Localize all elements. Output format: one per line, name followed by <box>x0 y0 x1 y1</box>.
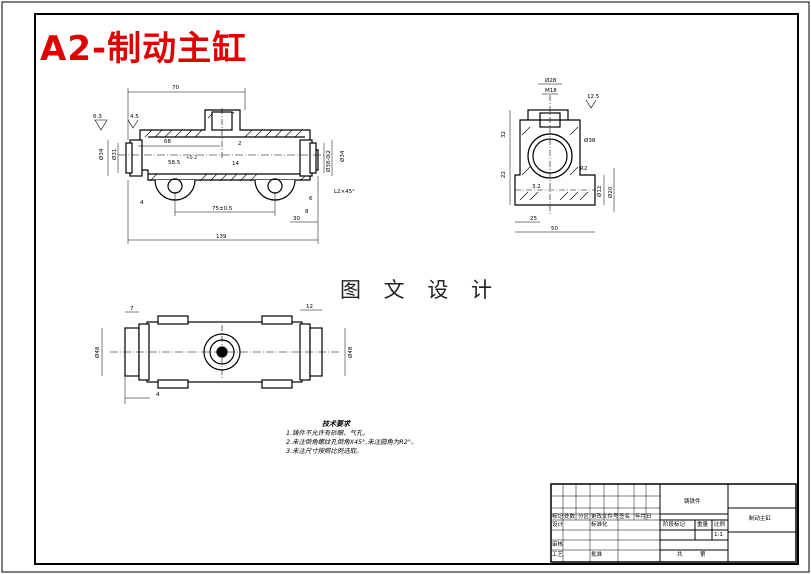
dim-small-14: 14 <box>232 161 239 167</box>
dim-small-2: 2 <box>238 141 242 147</box>
dim-side-chamfer: 3.2 <box>532 184 541 190</box>
watermark: 图 文 设 计 <box>340 278 501 302</box>
dim-top-thread: M18 <box>545 88 557 94</box>
dim-bore-tol: +0.2 <box>186 155 197 161</box>
front-view <box>94 88 333 244</box>
dim-base-20: Ø20 <box>607 186 614 198</box>
dim-top-right-12: 12 <box>306 304 313 310</box>
dim-height-32: 32 <box>501 131 507 138</box>
title-block-sheet-b: 第 <box>700 552 706 558</box>
dim-thread: L2×45° <box>334 189 355 195</box>
dim-top-left-7: 7 <box>130 306 134 312</box>
side-view-labels: Ø28 M18 12.5 32 22 Ø38 R2 Ø12 Ø20 25 50 … <box>501 77 614 232</box>
dim-left-dia-a: Ø34 <box>98 148 105 160</box>
dim-left-dia-b: Ø31 <box>111 149 118 160</box>
title-block-designer: 设计 <box>552 522 564 528</box>
tech-notes: 技术要求 1.铸件不允许有砂眼、气孔。 2.未注倒角螺纹孔倒角X45°,未注圆角… <box>286 419 556 456</box>
dim-height-22: 22 <box>501 171 507 178</box>
dim-bore-length: 68 <box>164 139 171 145</box>
title-block-review: 审核 <box>552 542 564 548</box>
title-block-part-label: 铸铁件 <box>684 499 701 505</box>
dim-right-dia-a: Ø38-0.2 <box>325 150 332 172</box>
dim-chamfer-left: 4.5 <box>130 114 139 120</box>
dim-small-6: 6 <box>309 196 313 202</box>
dim-small-r: R2 <box>580 166 587 172</box>
dim-right-dia-b: Ø34 <box>339 150 346 162</box>
dim-small-8: 8 <box>305 209 309 215</box>
sheet-title: A2-制动主缸 <box>40 29 248 69</box>
tech-notes-title: 技术要求 <box>322 420 350 428</box>
title-block-weight: 重量 <box>697 522 709 528</box>
dim-base-width: 25 <box>530 216 537 222</box>
dim-end-30: 30 <box>293 216 300 222</box>
top-view-labels: 7 12 Ø48 Ø48 4 <box>94 304 354 398</box>
front-view-labels: 70 139 68 58.5 +0.2 75±0.5 30 Ø34 Ø31 Ø3… <box>93 85 355 240</box>
title-block-drawing-name: 制动主缸 <box>749 516 772 522</box>
dim-side-bore: Ø38 <box>584 137 596 144</box>
title-block-partition: 分区 <box>578 514 590 520</box>
dim-hole-spacing: 75±0.5 <box>212 206 233 212</box>
title-block-stage-mark: 阶段标记 <box>663 522 686 528</box>
inner-border <box>34 13 799 565</box>
dim-small-4: 4 <box>140 200 144 206</box>
title-block-ratio: 比例 <box>714 522 726 528</box>
tech-note-2: 2.未注倒角螺纹孔倒角X45°,未注圆角为R2°。 <box>286 438 418 446</box>
dim-top-length: 70 <box>172 85 179 91</box>
title-block-process: 工艺 <box>552 552 564 558</box>
dim-base-12: Ø12 <box>596 186 603 197</box>
title-block-signature: 签名 <box>619 514 631 520</box>
title-block-division: 处数 <box>564 514 576 520</box>
dim-bore-sub: 58.5 <box>168 160 181 166</box>
dim-overall-length: 139 <box>216 234 227 240</box>
dim-top-bottom-4: 4 <box>156 392 160 398</box>
title-block-scale: 1:1 <box>714 532 723 538</box>
dim-top-left-dia: Ø48 <box>94 346 101 358</box>
top-view <box>101 309 346 404</box>
title-block-sheet-a: 共 <box>677 552 683 558</box>
dim-top-right-dia: Ø48 <box>347 346 354 358</box>
title-block-approve: 批准 <box>591 552 603 558</box>
dim-surface-a: 6.3 <box>93 114 102 120</box>
title-block-grid <box>550 483 797 563</box>
dim-overall-width: 50 <box>551 226 558 232</box>
tech-note-1: 1.铸件不允许有砂眼、气孔。 <box>286 429 369 437</box>
title-block-change-doc: 更改文件号 <box>591 514 619 520</box>
side-view <box>509 83 615 233</box>
title-block-date: 年月日 <box>635 514 652 520</box>
dim-top-dia: Ø28 <box>545 77 557 84</box>
tech-note-3: 3.未注尺寸按照比例选取。 <box>286 447 363 455</box>
title-block-count-label: 标记 <box>552 514 564 520</box>
dim-roughness: 12.5 <box>587 94 600 100</box>
title-block-standard: 标准化 <box>591 522 608 528</box>
